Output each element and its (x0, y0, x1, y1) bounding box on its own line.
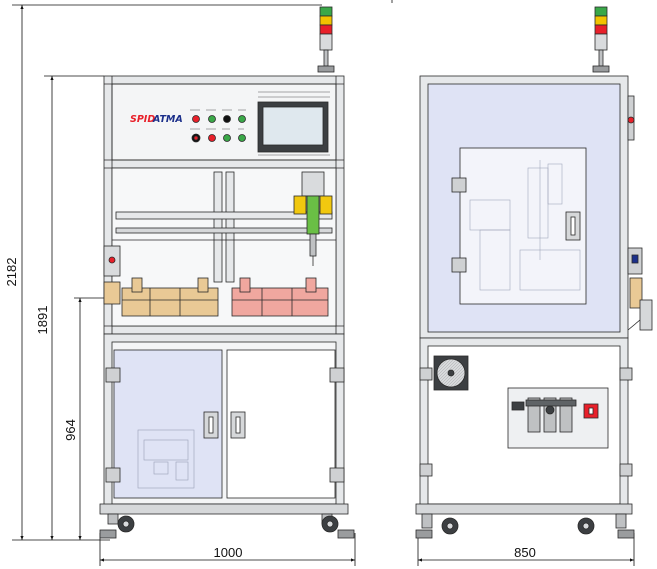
dispenser-head (293, 171, 333, 266)
signal-tower-icon (317, 6, 335, 73)
fixture-right (231, 277, 329, 317)
brand-logo-red: SPID (130, 114, 155, 125)
dimension-label-frame-height: 1891 (35, 306, 50, 335)
caster-wheel-icon (99, 513, 355, 539)
dimension-label-side-width: 850 (514, 545, 536, 560)
control-panel: SPID ATMA (130, 91, 330, 156)
brand-logo-blue: ATMA (152, 114, 183, 125)
caster-wheel-icon (415, 513, 635, 539)
dimension-label-base-height: 964 (63, 419, 78, 441)
side-lower-cabinet (415, 337, 633, 515)
hmi-touchscreen-icon (257, 101, 329, 153)
signal-tower-icon (592, 6, 610, 73)
front-work-area (103, 167, 337, 327)
side-window (459, 147, 587, 305)
fan-icon (433, 355, 469, 391)
side-view (415, 6, 653, 539)
dimension-lines (12, 0, 635, 566)
front-lower-cabinet (99, 333, 349, 515)
indicator-lamp-red (192, 115, 200, 123)
power-switch-icon (583, 403, 599, 419)
dimension-label-front-width: 1000 (214, 545, 243, 560)
fixture-left (121, 277, 219, 317)
front-view: SPID ATMA (99, 6, 355, 539)
dimension-label-overall-height: 2182 (4, 258, 19, 287)
